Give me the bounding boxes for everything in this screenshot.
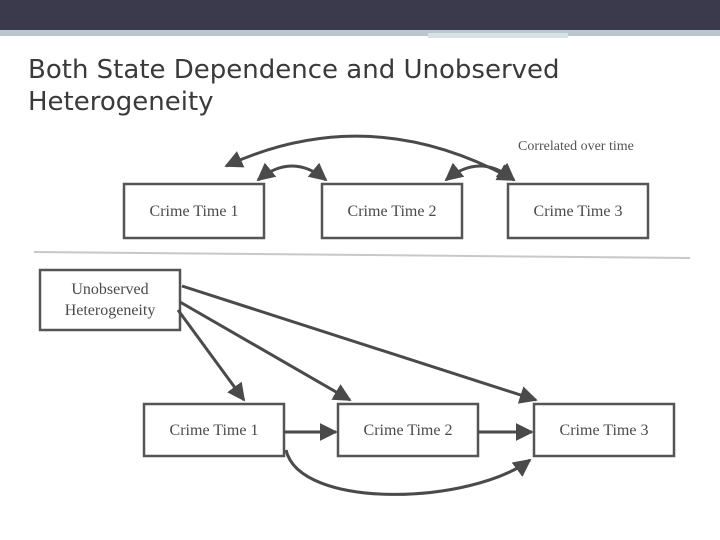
heterogeneity-arrow-to-2: [179, 300, 352, 402]
top-box-2: [320, 182, 464, 240]
top-box-3-label: Crime Time 3: [534, 203, 623, 220]
title-bar: [0, 0, 720, 30]
unobserved-heterogeneity-line-2: Heterogeneity: [65, 302, 156, 319]
slide-title-line-1: Both State Dependence and Unobserved: [28, 55, 560, 85]
title-accent-highlight: [428, 33, 568, 38]
slide-title-line-2: Heterogeneity: [28, 87, 214, 117]
bottom-box-1: [142, 402, 286, 458]
bottom-box-2-label: Crime Time 2: [364, 422, 453, 439]
top-box-1: [122, 182, 266, 240]
section-divider: [33, 251, 691, 259]
correlation-arrow-1-3: [224, 134, 516, 182]
heterogeneity-arrow-to-1: [176, 309, 246, 402]
correlation-arrow-1-2: [256, 162, 328, 182]
top-box-1-label: Crime Time 1: [150, 203, 239, 220]
top-box-3: [506, 182, 650, 240]
title-accent-stripe: [0, 30, 720, 36]
slide-title: Both State Dependence and Unobserved Het…: [28, 54, 588, 118]
state-arrow-1-3: [284, 449, 532, 496]
bottom-box-3-label: Crime Time 3: [560, 422, 649, 439]
bottom-box-3: [532, 402, 676, 458]
correlated-note: Correlated over time: [518, 139, 634, 154]
bottom-diagram: Unobserved Heterogeneity Crime Time 1 Cr…: [38, 268, 676, 496]
bottom-box-1-label: Crime Time 1: [170, 422, 259, 439]
unobserved-heterogeneity-box: [38, 268, 182, 332]
bottom-box-2: [336, 402, 480, 458]
heterogeneity-arrow-to-3: [181, 284, 538, 404]
unobserved-heterogeneity-line-1: Unobserved: [71, 281, 148, 298]
top-box-2-label: Crime Time 2: [348, 203, 437, 220]
top-diagram: Correlated over time Crime Time 1 Crime …: [122, 134, 650, 240]
